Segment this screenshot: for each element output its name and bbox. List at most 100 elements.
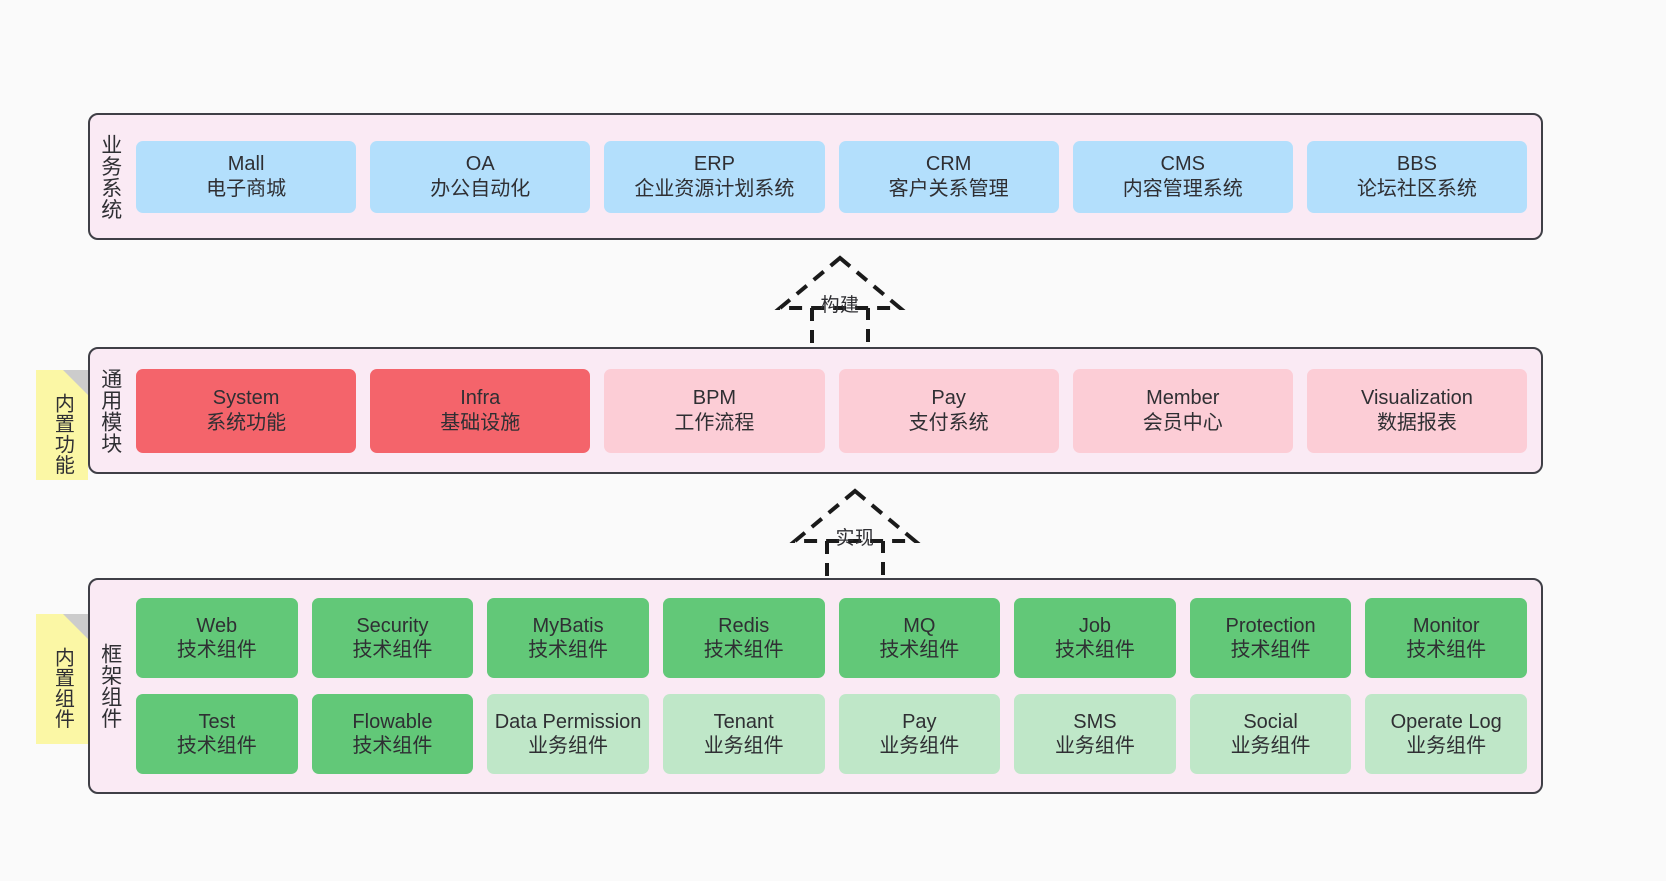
card-visualization[interactable]: Visualization 数据报表 — [1306, 368, 1528, 453]
card-infra-secondary: 基础设施 — [440, 411, 521, 434]
card-cms[interactable]: CMS 内容管理系统 — [1072, 140, 1293, 213]
card-tenant-primary: Tenant — [713, 710, 774, 733]
card-monitor[interactable]: Monitor 技术组件 — [1365, 598, 1527, 678]
layer-modules-row: System 系统功能 Infra 基础设施 BPM 工作流程 Pay 支付系统… — [136, 368, 1528, 453]
card-system-primary: System — [212, 387, 280, 410]
card-redis[interactable]: Redis 技术组件 — [662, 598, 825, 678]
card-operate-log[interactable]: Operate Log 业务组件 — [1365, 694, 1527, 774]
card-data-permission-secondary: 业务组件 — [528, 735, 609, 757]
arrow-build-label: 构建 — [820, 295, 860, 316]
card-protection-secondary: 技术组件 — [1230, 639, 1311, 661]
card-infra-primary: Infra — [460, 387, 501, 410]
card-job-secondary: 技术组件 — [1054, 639, 1135, 661]
card-oa-secondary: 办公自动化 — [430, 177, 531, 200]
card-mq[interactable]: MQ 技术组件 — [838, 598, 1001, 678]
card-crm-secondary: 客户关系管理 — [888, 177, 1009, 200]
card-pay-module-primary: Pay — [931, 387, 966, 410]
card-job[interactable]: Job 技术组件 — [1014, 598, 1176, 678]
sticky-note-builtin-component: 内置组件 — [36, 614, 88, 744]
card-bbs[interactable]: BBS 论坛社区系统 — [1306, 140, 1528, 213]
card-operate-log-secondary: 业务组件 — [1406, 735, 1487, 757]
card-mq-primary: MQ — [903, 614, 936, 637]
card-visualization-primary: Visualization — [1360, 387, 1473, 410]
layer-business-body: Mall 电子商城 OA 办公自动化 ERP 企业资源计划系统 CRM 客户关系… — [130, 115, 1541, 238]
card-bpm-primary: BPM — [692, 387, 737, 410]
card-oa-primary: OA — [465, 153, 495, 176]
card-security-secondary: 技术组件 — [352, 639, 433, 661]
card-data-permission-primary: Data Permission — [494, 710, 642, 733]
card-tenant-secondary: 业务组件 — [703, 735, 784, 757]
card-cms-secondary: 内容管理系统 — [1122, 177, 1243, 200]
layer-modules-body: System 系统功能 Infra 基础设施 BPM 工作流程 Pay 支付系统… — [130, 349, 1541, 472]
card-social-secondary: 业务组件 — [1230, 735, 1311, 757]
arrow-implement-label: 实现 — [835, 528, 875, 549]
card-system-secondary: 系统功能 — [206, 411, 287, 434]
card-crm-primary: CRM — [925, 153, 972, 176]
card-protection-primary: Protection — [1225, 614, 1316, 637]
card-crm[interactable]: CRM 客户关系管理 — [838, 140, 1059, 213]
card-social[interactable]: Social 业务组件 — [1189, 694, 1352, 774]
arrow-build: 构建 — [740, 252, 940, 362]
card-erp[interactable]: ERP 企业资源计划系统 — [604, 140, 825, 213]
card-flowable-primary: Flowable — [352, 710, 433, 733]
card-web-secondary: 技术组件 — [176, 639, 257, 661]
card-web[interactable]: Web 技术组件 — [136, 598, 298, 678]
card-operate-log-primary: Operate Log — [1390, 710, 1502, 733]
layer-framework-components[interactable]: 框架组件 Web 技术组件 Security 技术组件 MyBatis 技术组件… — [88, 578, 1543, 794]
card-pay-component-secondary: 业务组件 — [879, 735, 960, 757]
card-data-permission[interactable]: Data Permission 业务组件 — [487, 694, 649, 774]
card-oa[interactable]: OA 办公自动化 — [370, 140, 591, 213]
layer-business-title: 业务系统 — [98, 133, 122, 220]
card-erp-secondary: 企业资源计划系统 — [634, 177, 795, 200]
card-sms[interactable]: SMS 业务组件 — [1014, 694, 1176, 774]
card-job-primary: Job — [1078, 614, 1112, 637]
layer-framework-row-tech: Web 技术组件 Security 技术组件 MyBatis 技术组件 Redi… — [136, 598, 1527, 678]
card-bbs-secondary: 论坛社区系统 — [1356, 177, 1477, 200]
card-security[interactable]: Security 技术组件 — [311, 598, 474, 678]
layer-framework-title: 框架组件 — [98, 643, 122, 729]
card-web-primary: Web — [196, 614, 238, 637]
card-pay-module[interactable]: Pay 支付系统 — [838, 368, 1059, 453]
card-system[interactable]: System 系统功能 — [136, 368, 357, 453]
card-monitor-secondary: 技术组件 — [1406, 639, 1487, 661]
card-bpm[interactable]: BPM 工作流程 — [604, 368, 825, 453]
layer-common-modules[interactable]: 通用模块 System 系统功能 Infra 基础设施 BPM 工作流程 Pay… — [88, 347, 1543, 474]
card-bbs-primary: BBS — [1396, 153, 1437, 176]
card-flowable[interactable]: Flowable 技术组件 — [311, 694, 474, 774]
layer-framework-row-business: Test 技术组件 Flowable 技术组件 Data Permission … — [136, 694, 1527, 774]
card-mall[interactable]: Mall 电子商城 — [136, 140, 357, 213]
card-sms-primary: SMS — [1073, 710, 1117, 733]
card-infra[interactable]: Infra 基础设施 — [370, 368, 591, 453]
card-visualization-secondary: 数据报表 — [1376, 411, 1457, 434]
card-redis-secondary: 技术组件 — [703, 639, 784, 661]
card-protection[interactable]: Protection 技术组件 — [1189, 598, 1352, 678]
card-redis-primary: Redis — [718, 614, 770, 637]
card-bpm-secondary: 工作流程 — [674, 411, 755, 434]
card-pay-component-primary: Pay — [902, 710, 937, 733]
card-pay-component[interactable]: Pay 业务组件 — [838, 694, 1001, 774]
card-pay-module-secondary: 支付系统 — [908, 411, 989, 434]
card-erp-primary: ERP — [693, 153, 735, 176]
card-tenant[interactable]: Tenant 业务组件 — [662, 694, 825, 774]
layer-framework-body: Web 技术组件 Security 技术组件 MyBatis 技术组件 Redi… — [130, 580, 1541, 792]
card-member-primary: Member — [1146, 387, 1220, 410]
card-cms-primary: CMS — [1160, 153, 1205, 176]
layer-business-system[interactable]: 业务系统 Mall 电子商城 OA 办公自动化 ERP 企业资源计划系统 CRM… — [88, 113, 1543, 240]
card-mybatis[interactable]: MyBatis 技术组件 — [487, 598, 649, 678]
card-member[interactable]: Member 会员中心 — [1072, 368, 1293, 453]
card-test[interactable]: Test 技术组件 — [136, 694, 298, 774]
card-flowable-secondary: 技术组件 — [352, 735, 433, 757]
card-mall-secondary: 电子商城 — [206, 177, 287, 200]
card-mq-secondary: 技术组件 — [879, 639, 960, 661]
layer-modules-title: 通用模块 — [98, 367, 122, 454]
card-test-secondary: 技术组件 — [176, 735, 257, 757]
card-test-primary: Test — [198, 710, 236, 733]
card-mybatis-secondary: 技术组件 — [528, 639, 609, 661]
card-social-primary: Social — [1243, 710, 1298, 733]
card-mall-primary: Mall — [227, 153, 265, 176]
card-mybatis-primary: MyBatis — [532, 614, 604, 637]
card-security-primary: Security — [356, 614, 429, 637]
layer-business-row: Mall 电子商城 OA 办公自动化 ERP 企业资源计划系统 CRM 客户关系… — [136, 140, 1528, 213]
sticky-note-builtin-function: 内置功能 — [36, 370, 88, 480]
